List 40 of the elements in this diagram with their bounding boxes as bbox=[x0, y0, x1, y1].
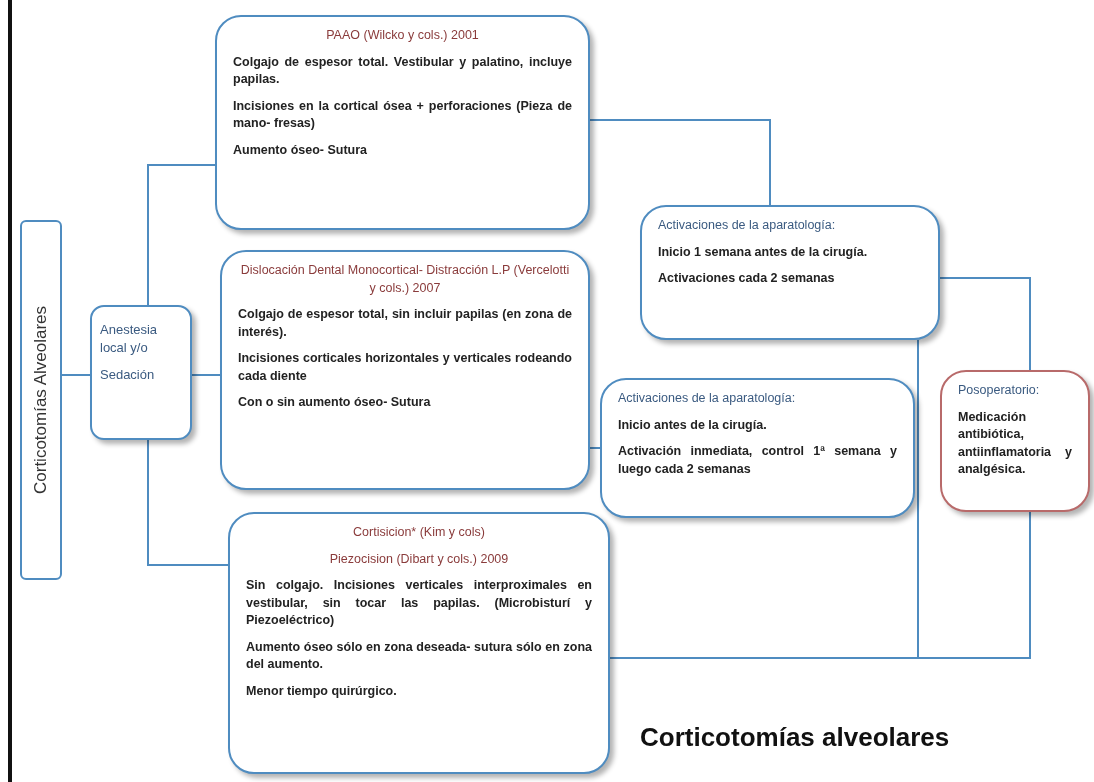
box-text: Aumento óseo- Sutura bbox=[233, 141, 369, 159]
rounded-box bbox=[640, 205, 940, 340]
box-text: Inicio 1 semana antes de la cirugía. bbox=[658, 243, 869, 261]
rounded-box bbox=[90, 305, 192, 440]
box-heading: Activaciones de la aparatología: bbox=[618, 390, 797, 407]
box-text: Anestesia local y/o bbox=[100, 321, 159, 358]
box-heading: Posoperatorio: bbox=[958, 382, 1041, 399]
vertical-label: Corticotomías Alveolares bbox=[31, 306, 51, 494]
box-text: Incisiones en la cortical ósea + perforaciones (Pieza de mano- fresas) bbox=[233, 97, 572, 132]
connector-line bbox=[61, 374, 91, 376]
rounded-box bbox=[215, 15, 590, 230]
rounded-box bbox=[600, 378, 915, 518]
box-heading: Piezocision (Dibart y cols.) 2009 bbox=[328, 550, 510, 568]
box-text: Sin colgajo. Incisiones verticales interproximales en vestibular, sin tocar las papilas. (Microbisturí y Piezoeléctrico) bbox=[246, 577, 592, 629]
connector-line bbox=[147, 164, 216, 306]
box-text: Sedación bbox=[100, 366, 156, 385]
box-text: Incisiones corticales horizontales y verticales rodeando cada diente bbox=[238, 350, 572, 385]
connector-line bbox=[589, 447, 601, 449]
box-heading: Dislocación Dental Monocortical- Distracción L.P (Vercelotti y cols.) 2007 bbox=[239, 262, 571, 297]
connector-line bbox=[939, 277, 1031, 371]
box-text: Medicación antibiótica, antiinflamatoria y analgésica. bbox=[958, 408, 1072, 478]
box-heading: Activaciones de la aparatología: bbox=[658, 217, 837, 234]
box-heading: PAAO (Wilcko y cols.) 2001 bbox=[325, 27, 480, 44]
box-text: Activaciones cada 2 semanas bbox=[658, 270, 836, 287]
box-text: Inicio antes de la cirugía. bbox=[618, 416, 768, 434]
connector-line bbox=[589, 119, 771, 206]
connector-line bbox=[191, 374, 221, 376]
box-text: Colgajo de espesor total. Vestibular y palatino, incluye papilas. bbox=[233, 53, 572, 88]
rounded-box bbox=[940, 370, 1090, 512]
rounded-box bbox=[228, 512, 610, 774]
box-text: Con o sin aumento óseo- Sutura bbox=[238, 394, 432, 411]
rounded-box bbox=[220, 250, 590, 490]
connector-line bbox=[147, 439, 229, 566]
box-heading: Cortisicion* (Kim y cols) bbox=[352, 524, 486, 541]
box-text: Colgajo de espesor total, sin incluir papilas (en zona de interés). bbox=[238, 306, 572, 341]
box-text: Activación inmediata, control 1ª semana y luego cada 2 semanas bbox=[618, 443, 897, 478]
box-text: Menor tiempo quirúrgico. bbox=[246, 682, 398, 700]
vertical-label-box bbox=[20, 220, 62, 580]
diagram-title: Corticotomías alveolares bbox=[640, 722, 950, 753]
box-text: Aumento óseo sólo en zona deseada- sutura sólo en zona del aumento. bbox=[246, 638, 592, 673]
